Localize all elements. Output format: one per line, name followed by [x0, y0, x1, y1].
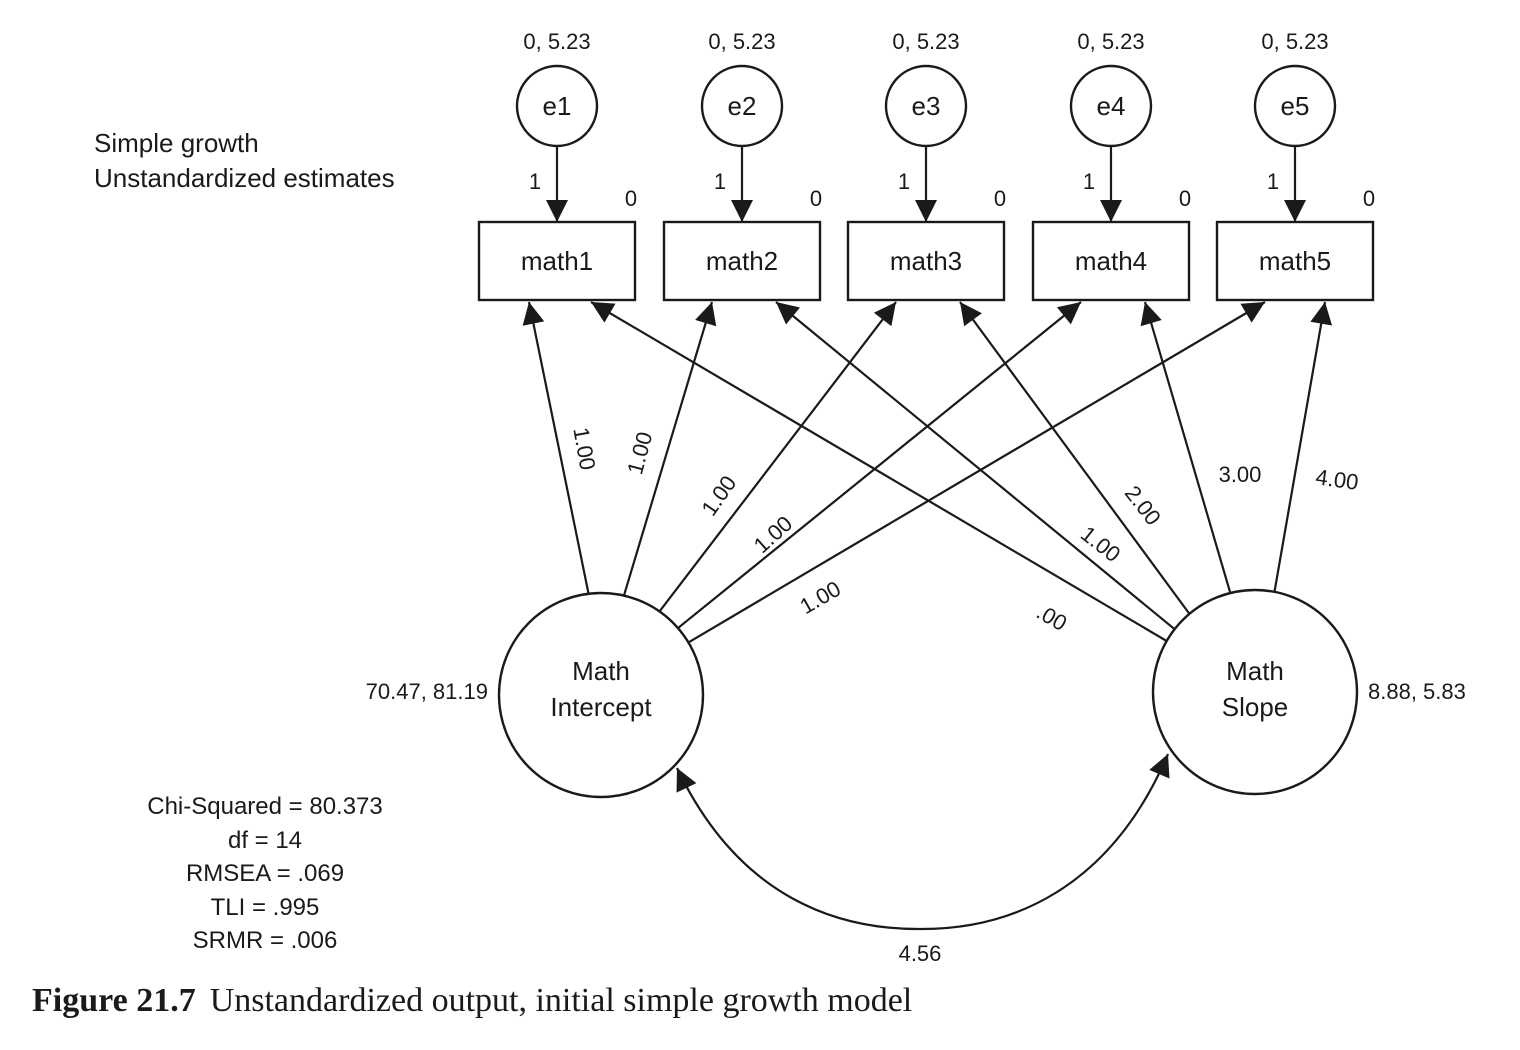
fit-stat-df: df = 14	[228, 827, 302, 854]
intercept-loading-label: 1.00	[749, 511, 798, 558]
observed-intercept: 0	[625, 186, 637, 211]
error-loading: 1	[714, 169, 726, 194]
slope-loading-label: .00	[1032, 599, 1071, 636]
slope-path-2	[775, 301, 1176, 631]
observed-math2: math2 0	[662, 186, 822, 302]
error-params: 0, 5.23	[1077, 29, 1144, 54]
intercept-loading-label: 1.00	[568, 425, 600, 472]
intercept-loading-label: 1.00	[622, 429, 657, 477]
latent-intercept-label-line-1: Math	[572, 656, 630, 686]
slope-loading-label: 2.00	[1120, 481, 1166, 530]
slope-path-5	[1273, 301, 1333, 593]
slope-path-1	[590, 301, 1168, 642]
figure-caption-label: Figure 21.7	[32, 982, 196, 1019]
slope-loading-label: 3.00	[1219, 462, 1262, 487]
observed-label: math4	[1075, 246, 1147, 276]
slope-path-3	[959, 301, 1191, 615]
observed-box	[1215, 220, 1375, 302]
intercept-loading-label: 1.00	[795, 576, 845, 619]
latent-intercept-params: 70.47, 81.19	[366, 679, 488, 704]
latent-intercept: Math Intercept 70.47, 81.19	[366, 591, 705, 799]
error-params: 0, 5.23	[1261, 29, 1328, 54]
observed-variables: math1 0 math2 0 math3 0 math4 0 math5 0	[477, 186, 1375, 302]
error-params: 0, 5.23	[892, 29, 959, 54]
observed-math5: math5 0	[1215, 186, 1375, 302]
error-term-e1: 0, 5.23 e1 1	[515, 29, 599, 222]
error-loading: 1	[1083, 169, 1095, 194]
intercept-path-3	[658, 301, 897, 613]
observed-intercept: 0	[810, 186, 822, 211]
error-label: e2	[728, 91, 757, 121]
error-label: e1	[543, 91, 572, 121]
covariance-label: 4.56	[899, 941, 942, 966]
error-label: e4	[1097, 91, 1126, 121]
latent-slope-label-line-1: Math	[1226, 656, 1284, 686]
fit-stat-chi-squared: Chi-Squared = 80.373	[147, 793, 383, 820]
observed-math3: math3 0	[846, 186, 1006, 302]
fit-stat-tli: TLI = .995	[211, 894, 320, 921]
fit-stat-rmsea: RMSEA = .069	[186, 860, 344, 887]
error-params: 0, 5.23	[708, 29, 775, 54]
observed-label: math5	[1259, 246, 1331, 276]
latent-slope-label-line-2: Slope	[1222, 692, 1289, 722]
slope-loading-label: 4.00	[1314, 464, 1360, 495]
observed-box	[477, 220, 637, 302]
figure-caption: Figure 21.7 Unstandardized output, initia…	[32, 982, 912, 1020]
diagram-title-line-2: Unstandardized estimates	[94, 163, 395, 193]
intercept-path-2	[622, 301, 717, 596]
intercept-path-5	[687, 301, 1266, 644]
error-term-e2: 0, 5.23 e2 1	[700, 29, 784, 222]
intercept-path-4	[677, 301, 1082, 629]
latent-slope-circle	[1151, 588, 1359, 796]
observed-box	[662, 220, 822, 302]
error-terms: 0, 5.23 e1 1 0, 5.23 e2 1 0, 5.23 e3 1 0, 5.23 e4 1…	[515, 29, 1337, 222]
fit-statistics: Chi-Squared = 80.373 df = 14 RMSEA = .06…	[147, 793, 383, 954]
error-loading: 1	[898, 169, 910, 194]
error-term-e4: 0, 5.23 e4 1	[1069, 29, 1153, 222]
observed-box	[1031, 220, 1191, 302]
intercept-path-1	[522, 301, 590, 594]
covariance-arrow	[676, 753, 1170, 931]
diagram-title-line-1: Simple growth	[94, 128, 259, 158]
error-loading: 1	[1267, 169, 1279, 194]
observed-label: math3	[890, 246, 962, 276]
observed-label: math1	[521, 246, 593, 276]
error-label: e5	[1281, 91, 1310, 121]
slope-loading-label: 1.00	[1076, 521, 1125, 567]
latent-slope: Math Slope 8.88, 5.83	[1151, 588, 1466, 796]
observed-intercept: 0	[994, 186, 1006, 211]
latent-intercept-circle	[497, 591, 705, 799]
latent-intercept-label-line-2: Intercept	[550, 692, 652, 722]
observed-intercept: 0	[1363, 186, 1375, 211]
figure-caption-text: Unstandardized output, initial simple gr…	[209, 982, 913, 1019]
observed-box	[846, 220, 1006, 302]
error-label: e3	[912, 91, 941, 121]
error-term-e3: 0, 5.23 e3 1	[884, 29, 968, 222]
error-params: 0, 5.23	[523, 29, 590, 54]
observed-math1: math1 0	[477, 186, 637, 302]
error-loading: 1	[529, 169, 541, 194]
error-term-e5: 0, 5.23 e5 1	[1253, 29, 1337, 222]
observed-math4: math4 0	[1031, 186, 1191, 302]
latent-slope-params: 8.88, 5.83	[1368, 679, 1466, 704]
slope-path-4	[1140, 301, 1232, 594]
observed-label: math2	[706, 246, 778, 276]
fit-stat-srmr: SRMR = .006	[193, 927, 338, 954]
observed-intercept: 0	[1179, 186, 1191, 211]
